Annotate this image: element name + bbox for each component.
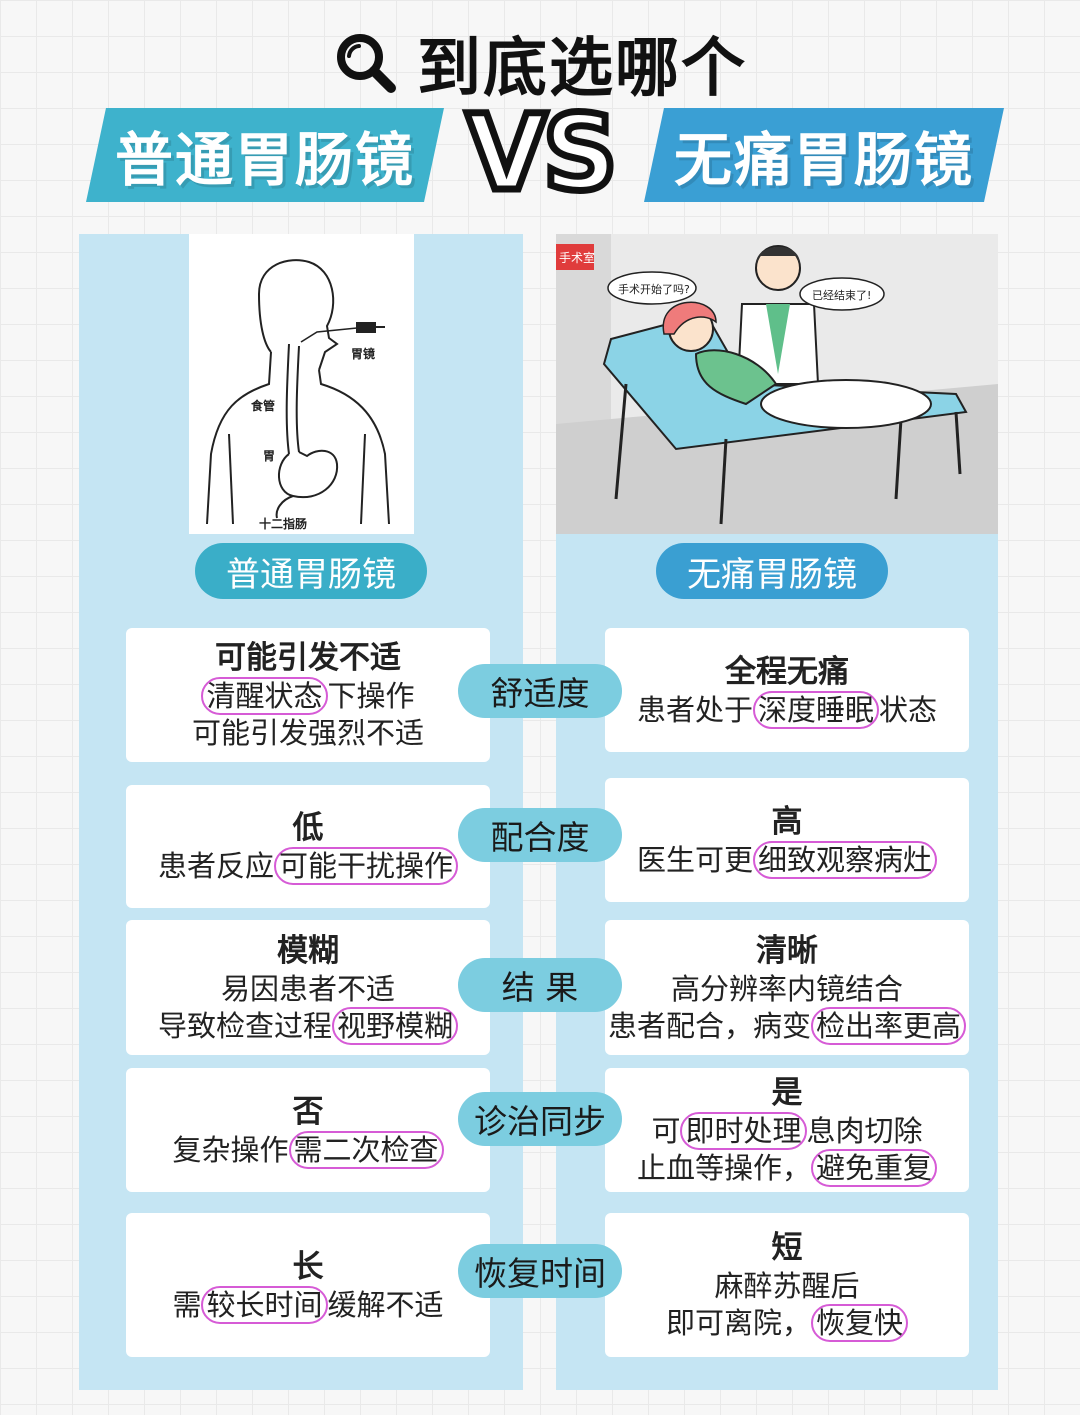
painless-scene-illustration: 手术室 手术开始了吗? 已经结束了! bbox=[556, 234, 998, 534]
highlight: 需二次检查 bbox=[288, 1130, 444, 1169]
recovery-right-line2: 即可离院，恢复快 bbox=[666, 1304, 909, 1342]
sync-right-line1: 可即时处理息肉切除 bbox=[651, 1112, 923, 1150]
highlight: 视野模糊 bbox=[332, 1006, 459, 1045]
result-left-head: 模糊 bbox=[277, 932, 339, 969]
recovery-right-head: 短 bbox=[771, 1230, 803, 1266]
banner-left-label: 普通胃肠镜 bbox=[114, 126, 415, 194]
anatomy-drawing: 胃镜 食管 胃 十二指肠 bbox=[206, 259, 390, 531]
cooperation-left-head: 低 bbox=[292, 810, 324, 846]
sync-right-line2: 止血等操作，避免重复 bbox=[637, 1149, 938, 1187]
highlight: 细致观察病灶 bbox=[753, 840, 938, 879]
highlight: 较长时间 bbox=[201, 1285, 328, 1324]
result-right-head: 清晰 bbox=[756, 932, 818, 969]
banner-right-label: 无痛胃肠镜 bbox=[673, 126, 974, 194]
highlight: 检出率更高 bbox=[811, 1006, 967, 1045]
comfort-right-head: 全程无痛 bbox=[725, 653, 849, 690]
category-sync: 诊治同步 bbox=[458, 1092, 622, 1146]
recovery-right-line1: 麻醉苏醒后 bbox=[714, 1269, 860, 1303]
cooperation-left-line1: 患者反应可能干扰操作 bbox=[158, 847, 459, 885]
page-title: 到底选哪个 bbox=[417, 32, 747, 106]
sync-right-head: 是 bbox=[771, 1075, 803, 1111]
cooperation-left-card: 低 患者反应可能干扰操作 bbox=[126, 785, 490, 908]
category-result: 结 果 bbox=[458, 958, 622, 1012]
comfort-right-card: 全程无痛 患者处于深度睡眠状态 bbox=[605, 628, 969, 752]
highlight: 避免重复 bbox=[811, 1149, 938, 1187]
label-stomach: 胃 bbox=[263, 449, 275, 463]
recovery-right-card: 短 麻醉苏醒后 即可离院，恢复快 bbox=[605, 1213, 969, 1357]
label-duodenum: 十二指肠 bbox=[259, 516, 307, 531]
bubble-doctor: 已经结束了! bbox=[812, 289, 871, 302]
scene-drawing: 手术室 手术开始了吗? 已经结束了! bbox=[556, 234, 998, 534]
comfort-left-head: 可能引发不适 bbox=[215, 640, 401, 676]
cooperation-right-head: 高 bbox=[771, 803, 803, 840]
category-comfort: 舒适度 bbox=[458, 664, 622, 718]
sync-left-line1: 复杂操作需二次检查 bbox=[172, 1130, 444, 1169]
anatomy-illustration: 胃镜 食管 胃 十二指肠 bbox=[189, 234, 414, 534]
highlight: 深度睡眠 bbox=[752, 690, 879, 729]
title-row: 到底选哪个 bbox=[0, 18, 1080, 108]
comfort-left-line2: 可能引发强烈不适 bbox=[191, 716, 424, 750]
banner-right: 无痛胃肠镜 bbox=[644, 108, 1004, 202]
cooperation-right-line1: 医生可更细致观察病灶 bbox=[637, 840, 938, 879]
vs-label: VS bbox=[463, 89, 621, 218]
label-esophagus: 食管 bbox=[250, 398, 275, 413]
cooperation-right-card: 高 医生可更细致观察病灶 bbox=[605, 778, 969, 902]
result-right-line1: 高分辨率内镜结合 bbox=[670, 971, 903, 1006]
sync-right-card: 是 可即时处理息肉切除 止血等操作，避免重复 bbox=[605, 1068, 969, 1192]
result-right-line2: 患者配合，病变检出率更高 bbox=[608, 1006, 967, 1045]
recovery-left-head: 长 bbox=[292, 1248, 324, 1285]
category-recovery: 恢复时间 bbox=[458, 1244, 622, 1298]
label-gastroscope: 胃镜 bbox=[351, 346, 375, 361]
highlight: 清醒状态 bbox=[201, 677, 328, 715]
recovery-left-line1: 需较长时间缓解不适 bbox=[172, 1285, 444, 1324]
result-left-line2: 导致检查过程视野模糊 bbox=[158, 1006, 459, 1045]
result-left-card: 模糊 易因患者不适 导致检查过程视野模糊 bbox=[126, 920, 490, 1055]
highlight: 可能干扰操作 bbox=[274, 847, 459, 885]
comfort-left-card: 可能引发不适 清醒状态下操作 可能引发强烈不适 bbox=[126, 628, 490, 762]
comfort-left-line1: 清醒状态下操作 bbox=[201, 677, 415, 715]
category-cooperation: 配合度 bbox=[458, 808, 622, 862]
pill-left-label: 普通胃肠镜 bbox=[195, 543, 427, 599]
result-right-card: 清晰 高分辨率内镜结合 患者配合，病变检出率更高 bbox=[605, 920, 969, 1055]
bubble-patient: 手术开始了吗? bbox=[618, 282, 690, 296]
highlight: 即时处理 bbox=[680, 1112, 807, 1150]
sync-left-card: 否 复杂操作需二次检查 bbox=[126, 1068, 490, 1192]
comfort-right-line1: 患者处于深度睡眠状态 bbox=[636, 690, 938, 729]
highlight: 恢复快 bbox=[811, 1304, 909, 1342]
search-icon bbox=[337, 34, 396, 93]
pill-right-label: 无痛胃肠镜 bbox=[656, 543, 888, 599]
sign-operating-room: 手术室 bbox=[559, 250, 595, 265]
banner-left: 普通胃肠镜 bbox=[86, 108, 444, 202]
recovery-left-card: 长 需较长时间缓解不适 bbox=[126, 1213, 490, 1357]
result-left-line1: 易因患者不适 bbox=[220, 971, 395, 1006]
sync-left-head: 否 bbox=[292, 1093, 324, 1130]
